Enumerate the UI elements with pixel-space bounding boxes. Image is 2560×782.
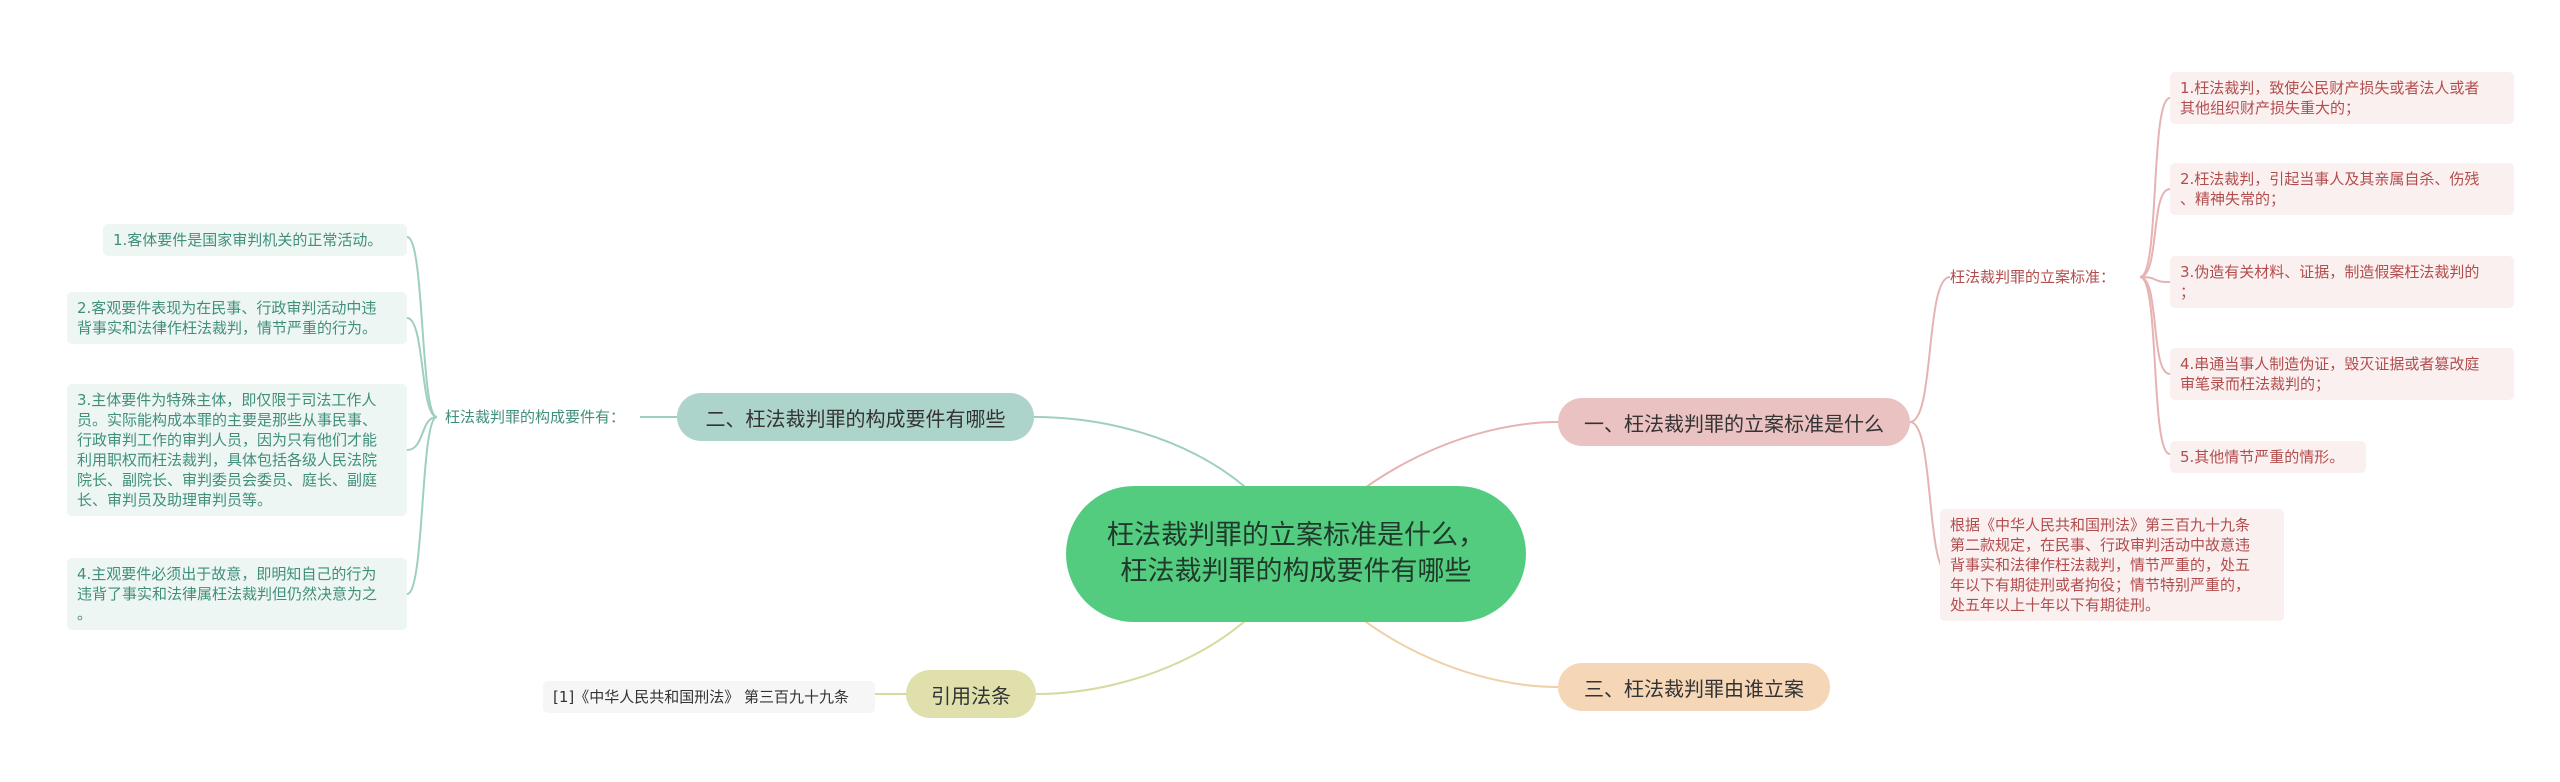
element-object[interactable]: 1.客体要件是国家审判机关的正常活动。 [103, 224, 407, 256]
filing-standard-item-4[interactable]: 4.串通当事人制造伪证，毁灭证据或者篡改庭 审笔录而枉法裁判的； [2170, 348, 2514, 400]
branch-cited-law[interactable]: 引用法条 [906, 670, 1036, 718]
cited-law-item[interactable]: [1]《中华人民共和国刑法》 第三百九十九条 [543, 681, 875, 713]
element-subjective[interactable]: 4.主观要件必须出于故意，即明知自己的行为 违背了事实和法律属枉法裁判但仍然决意… [67, 558, 407, 630]
central-topic[interactable]: 枉法裁判罪的立案标准是什么，枉法裁判罪的构成要件有哪些 [1066, 486, 1526, 622]
filing-standard-item-2[interactable]: 2.枉法裁判，引起当事人及其亲属自杀、伤残 、精神失常的； [2170, 163, 2514, 215]
element-objective[interactable]: 2.客观要件表现为在民事、行政审判活动中违 背事实和法律作枉法裁判，情节严重的行… [67, 292, 407, 344]
branch-constituent-elements[interactable]: 二、枉法裁判罪的构成要件有哪些 [677, 393, 1034, 441]
filing-standard-item-5[interactable]: 5.其他情节严重的情形。 [2170, 441, 2366, 473]
link-b1-label [1909, 276, 1951, 423]
link-l2-i1 [406, 236, 438, 418]
branch-filing-standard[interactable]: 一、枉法裁判罪的立案标准是什么 [1558, 398, 1910, 446]
link-l1-i3 [2139, 276, 2171, 283]
criminal-law-provision-note[interactable]: 根据《中华人民共和国刑法》第三百九十九条 第二款规定，在民事、行政审判活动中故意… [1940, 509, 2284, 621]
link-l2-i3 [406, 416, 438, 451]
link-l1-i1 [2139, 97, 2171, 278]
element-subject[interactable]: 3.主体要件为特殊主体，即仅限于司法工作人 员。实际能构成本罪的主要是那些从事民… [67, 384, 407, 516]
filing-standard-item-1[interactable]: 1.枉法裁判，致使公民财产损失或者法人或者 其他组织财产损失重大的； [2170, 72, 2514, 124]
link-l1-i4 [2139, 276, 2171, 375]
branch-who-files-case[interactable]: 三、枉法裁判罪由谁立案 [1558, 663, 1830, 711]
link-l2-i4 [406, 416, 438, 595]
filing-standard-label[interactable]: 枉法裁判罪的立案标准： [1950, 268, 2116, 286]
filing-standard-item-3[interactable]: 3.伪造有关材料、证据，制造假案枉法裁判的 ； [2170, 256, 2514, 308]
link-l2-i2 [406, 317, 438, 418]
link-l1-i5 [2139, 276, 2171, 455]
link-l1-i2 [2139, 188, 2171, 278]
constituent-elements-label[interactable]: 枉法裁判罪的构成要件有： [445, 408, 626, 426]
